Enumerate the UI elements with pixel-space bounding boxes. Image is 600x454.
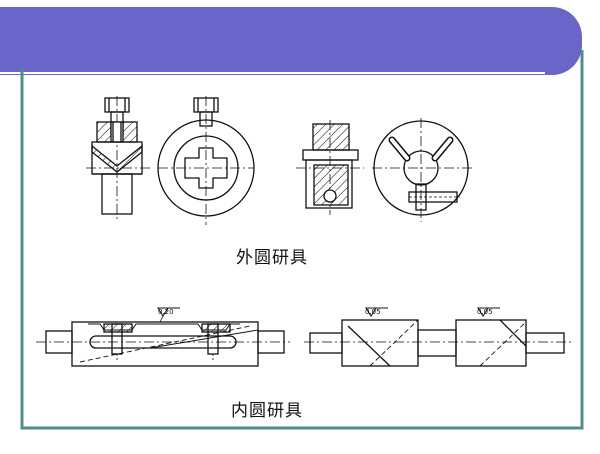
slide-frame [0,7,584,430]
outer-tool-front-view [157,96,255,225]
inner-tool-left-view [36,307,290,367]
roughness-label-right-b: 0.05 [477,308,493,316]
caption-inner-lapping-tool: 内圆研具 [231,401,303,421]
inner-tool-right-view [304,307,572,367]
caption-outer-lapping-tool: 外圆研具 [236,248,308,268]
outer-tool-slotted-ring-view [372,118,472,222]
roughness-label-left: 0.20 [158,308,174,316]
frame-border [20,50,584,430]
header-band [0,7,582,75]
outer-tool-section-view [296,120,364,215]
outer-tool-side-view [86,96,152,222]
roughness-label-right-a: 0.05 [365,308,381,316]
